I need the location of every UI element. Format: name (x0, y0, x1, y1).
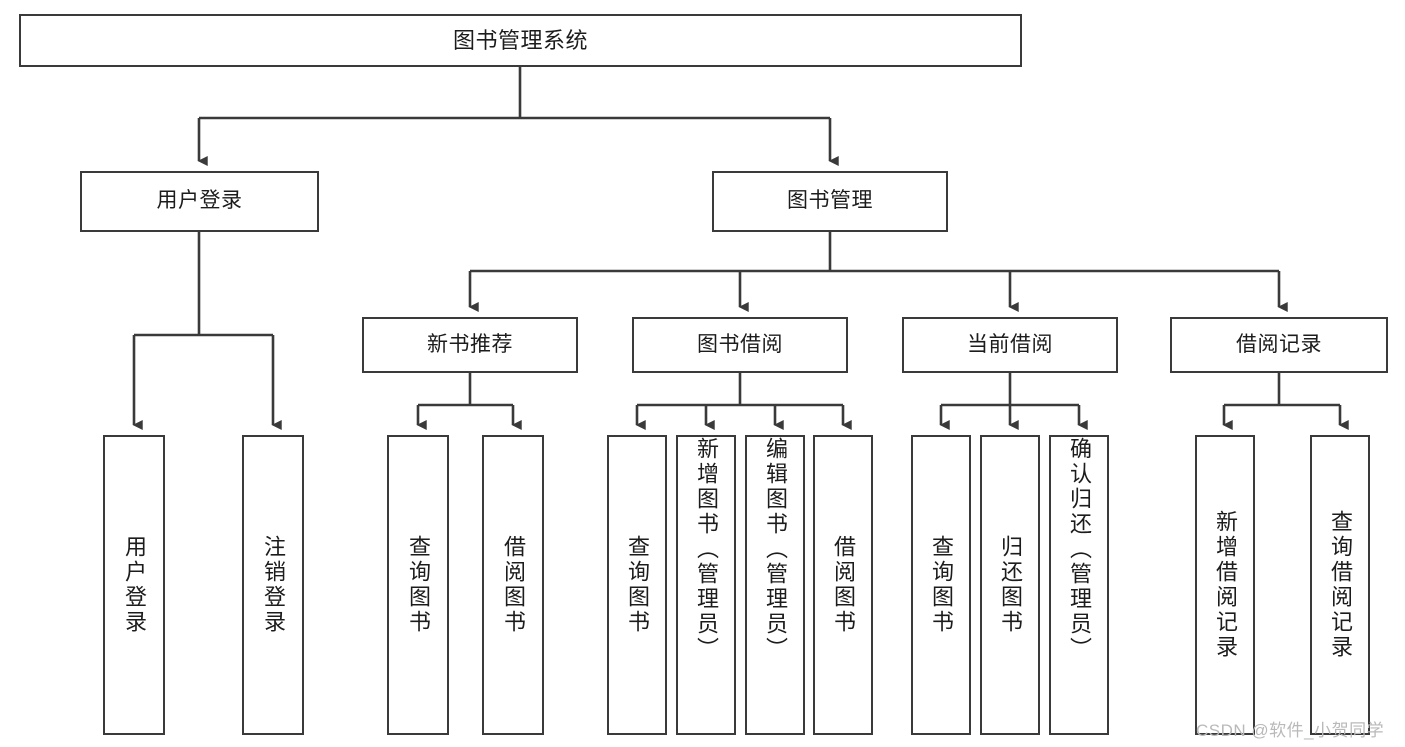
node-label: 借阅图书 (501, 535, 526, 635)
leaf-user-login-signin[interactable]: 用户登录 (103, 435, 165, 735)
node-label: 新增图书（管理员） (694, 437, 719, 662)
leaf-book-borrow-add-book-admin[interactable]: 新增图书（管理员） (676, 435, 736, 735)
node-root-book-management-system[interactable]: 图书管理系统 (19, 14, 1022, 67)
node-label: 借阅图书 (831, 535, 856, 635)
node-new-book-recommend[interactable]: 新书推荐 (362, 317, 578, 373)
leaf-book-borrow-edit-book-admin[interactable]: 编辑图书（管理员） (745, 435, 805, 735)
leaf-new-book-borrow-book[interactable]: 借阅图书 (482, 435, 544, 735)
node-label: 用户登录 (156, 189, 243, 213)
leaf-user-login-signout[interactable]: 注销登录 (242, 435, 304, 735)
node-book-management[interactable]: 图书管理 (712, 171, 948, 232)
node-label: 图书借阅 (697, 332, 783, 356)
leaf-borrow-record-query-record[interactable]: 查询借阅记录 (1310, 435, 1370, 735)
node-label: 编辑图书（管理员） (763, 437, 788, 662)
leaf-current-borrow-return-book[interactable]: 归还图书 (980, 435, 1040, 735)
node-label: 注销登录 (261, 535, 286, 635)
node-label: 查询图书 (406, 535, 431, 635)
node-label: 归还图书 (998, 535, 1023, 635)
node-user-login[interactable]: 用户登录 (80, 171, 319, 232)
node-current-borrow[interactable]: 当前借阅 (902, 317, 1118, 373)
leaf-current-borrow-confirm-return-admin[interactable]: 确认归还（管理员） (1049, 435, 1109, 735)
leaf-book-borrow-borrow-book[interactable]: 借阅图书 (813, 435, 873, 735)
node-label: 新书推荐 (427, 332, 513, 356)
node-book-borrow[interactable]: 图书借阅 (632, 317, 848, 373)
node-label: 查询借阅记录 (1328, 510, 1353, 660)
node-label: 查询图书 (625, 535, 650, 635)
node-label: 用户登录 (122, 535, 147, 635)
node-label: 确认归还（管理员） (1067, 437, 1092, 662)
leaf-book-borrow-query-book[interactable]: 查询图书 (607, 435, 667, 735)
leaf-new-book-query-book[interactable]: 查询图书 (387, 435, 449, 735)
leaf-borrow-record-add-record[interactable]: 新增借阅记录 (1195, 435, 1255, 735)
node-label: 图书管理系统 (452, 27, 588, 53)
csdn-watermark: CSDN @软件_小贺同学 (1196, 721, 1385, 740)
node-label: 图书管理 (787, 189, 873, 213)
leaf-current-borrow-query-book[interactable]: 查询图书 (911, 435, 971, 735)
node-borrow-record[interactable]: 借阅记录 (1170, 317, 1388, 373)
node-label: 当前借阅 (967, 332, 1053, 356)
node-label: 新增借阅记录 (1213, 510, 1238, 660)
node-label: 查询图书 (929, 535, 954, 635)
node-label: 借阅记录 (1236, 332, 1322, 356)
